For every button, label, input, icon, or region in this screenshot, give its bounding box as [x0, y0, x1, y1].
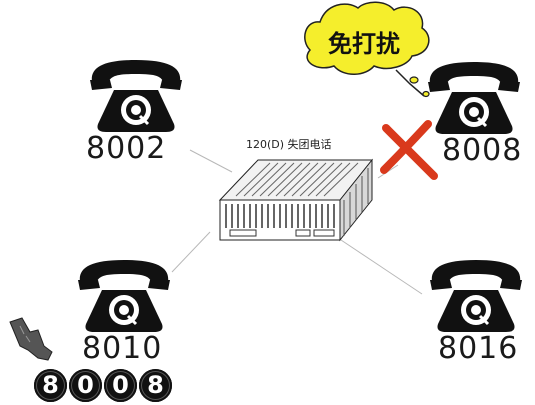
phone-icon-8010 — [76, 258, 172, 334]
link-8010 — [171, 231, 211, 273]
dialed-number: 8 0 0 8 — [34, 369, 172, 402]
phone-icon-8016 — [428, 258, 524, 334]
ext-label-8002: 8002 — [86, 131, 167, 166]
connection-lines — [171, 149, 423, 295]
link-8002 — [189, 149, 233, 173]
ext-label-8016: 8016 — [438, 331, 519, 366]
switch-device — [218, 158, 374, 242]
dialed-digit: 0 — [69, 369, 102, 402]
phone-icon-8002 — [88, 58, 184, 134]
link-8016 — [337, 237, 423, 295]
blocked-cross-icon — [380, 120, 438, 180]
phone-icon-8008 — [426, 60, 522, 136]
ext-label-8008: 8008 — [442, 133, 523, 168]
bubble-label: 免打扰 — [328, 29, 400, 58]
ext-label-8010: 8010 — [82, 331, 163, 366]
switch-label: 120(D) 失团电话 — [246, 138, 332, 151]
dialed-digit: 0 — [104, 369, 137, 402]
do-not-disturb-bubble — [304, 1, 430, 98]
dialed-digit: 8 — [139, 369, 172, 402]
pointing-hand-icon — [9, 317, 53, 361]
dialed-digit: 8 — [34, 369, 67, 402]
